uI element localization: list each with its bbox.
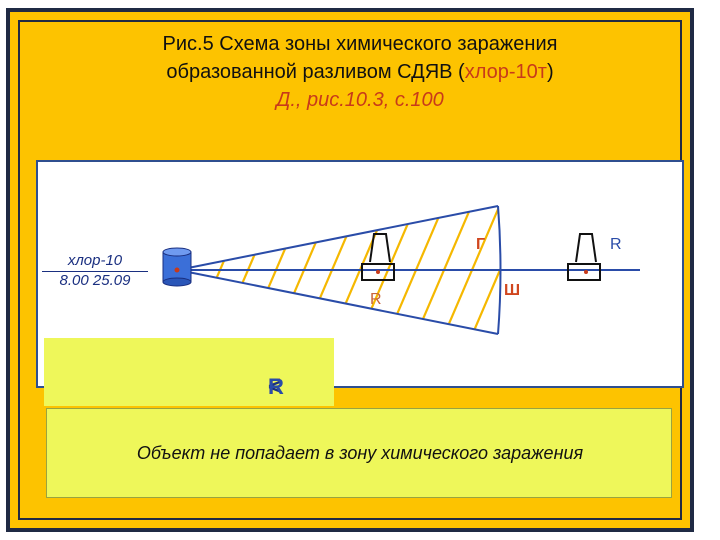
source-point	[174, 267, 180, 273]
tank-icon	[162, 247, 192, 287]
result-box: Объект не попадает в зону химического за…	[46, 408, 672, 498]
title-agent: хлор-10т	[464, 61, 547, 83]
source-label: хлор-10 8.00 25.09	[42, 252, 148, 290]
distance-label-far: R	[610, 236, 622, 253]
zone-upper-edge	[177, 205, 499, 271]
distance-label-near: R	[370, 291, 382, 308]
comparison-left: Г	[268, 374, 283, 399]
object-near-icon	[361, 233, 395, 281]
slide-title: Рис.5 Схема зоны химического заражения о…	[0, 30, 720, 114]
zone-depth-label: Г	[476, 236, 486, 253]
object-far-icon	[567, 233, 601, 281]
title-reference: Д., рис.10.3, с.100	[276, 89, 444, 111]
title-line-1: Рис.5 Схема зоны химического заражения	[162, 33, 558, 55]
zone-lower-edge	[177, 269, 499, 335]
comparison-right: R	[268, 374, 286, 399]
result-text: Объект не попадает в зону химического за…	[136, 443, 584, 463]
comparison-operator: <	[268, 374, 283, 399]
title-line-2: образованной разливом СДЯВ (хлор-10т)	[0, 58, 720, 86]
title-line-2-prefix: образованной разливом СДЯВ (	[166, 61, 465, 83]
source-date: 8.00 25.09	[59, 272, 131, 289]
source-name: хлор-10	[42, 252, 148, 272]
zone-width-label: Ш	[504, 282, 521, 299]
title-line-2-suffix: )	[546, 61, 554, 83]
comparison-box: Г < R	[44, 338, 334, 406]
